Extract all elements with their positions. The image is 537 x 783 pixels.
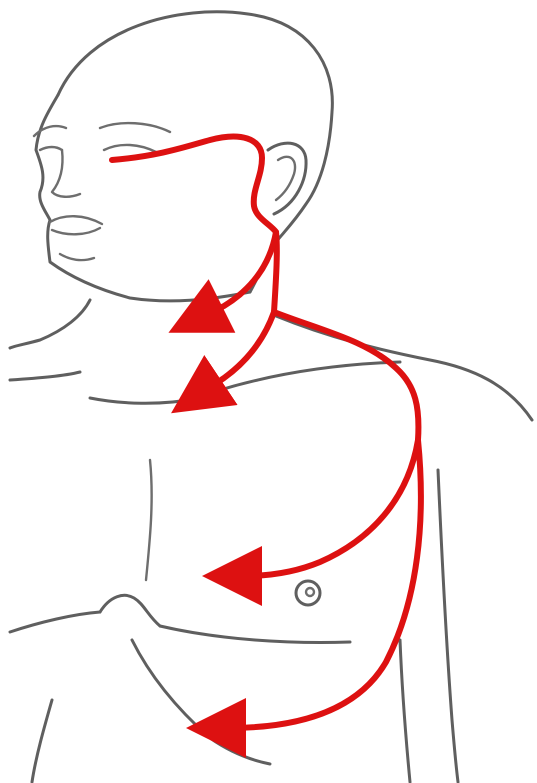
route-upper-neck-branch [206,232,276,314]
left-eye [104,145,156,152]
right-pectoral [160,626,350,642]
route-chest-branch [244,440,418,576]
nipple-center [306,588,314,596]
right-flank [400,640,410,782]
left-flank [32,700,52,782]
right-eye [40,147,62,150]
pectoral-center [100,595,160,626]
ear [268,143,306,214]
route-shoulder-trunk [274,312,418,440]
sternum [146,460,152,580]
abdomen-line [132,640,270,764]
body-outline [10,12,532,782]
nipple [296,581,320,605]
neck-front [10,300,90,348]
ear-inner [276,157,295,200]
face-profile [36,95,250,301]
route-lower-chest-branch [228,440,421,728]
chin [60,254,94,260]
left-shoulder-line [10,372,80,380]
neck-base [90,398,200,403]
route-paths [112,137,421,728]
left-pectoral [10,612,100,632]
clavicle [220,362,400,390]
nose [52,150,80,197]
lower-lip [52,228,100,234]
left-eyebrow [100,123,170,132]
head-outline [58,12,332,242]
upper-lip [50,216,102,224]
right-arm [438,470,458,782]
